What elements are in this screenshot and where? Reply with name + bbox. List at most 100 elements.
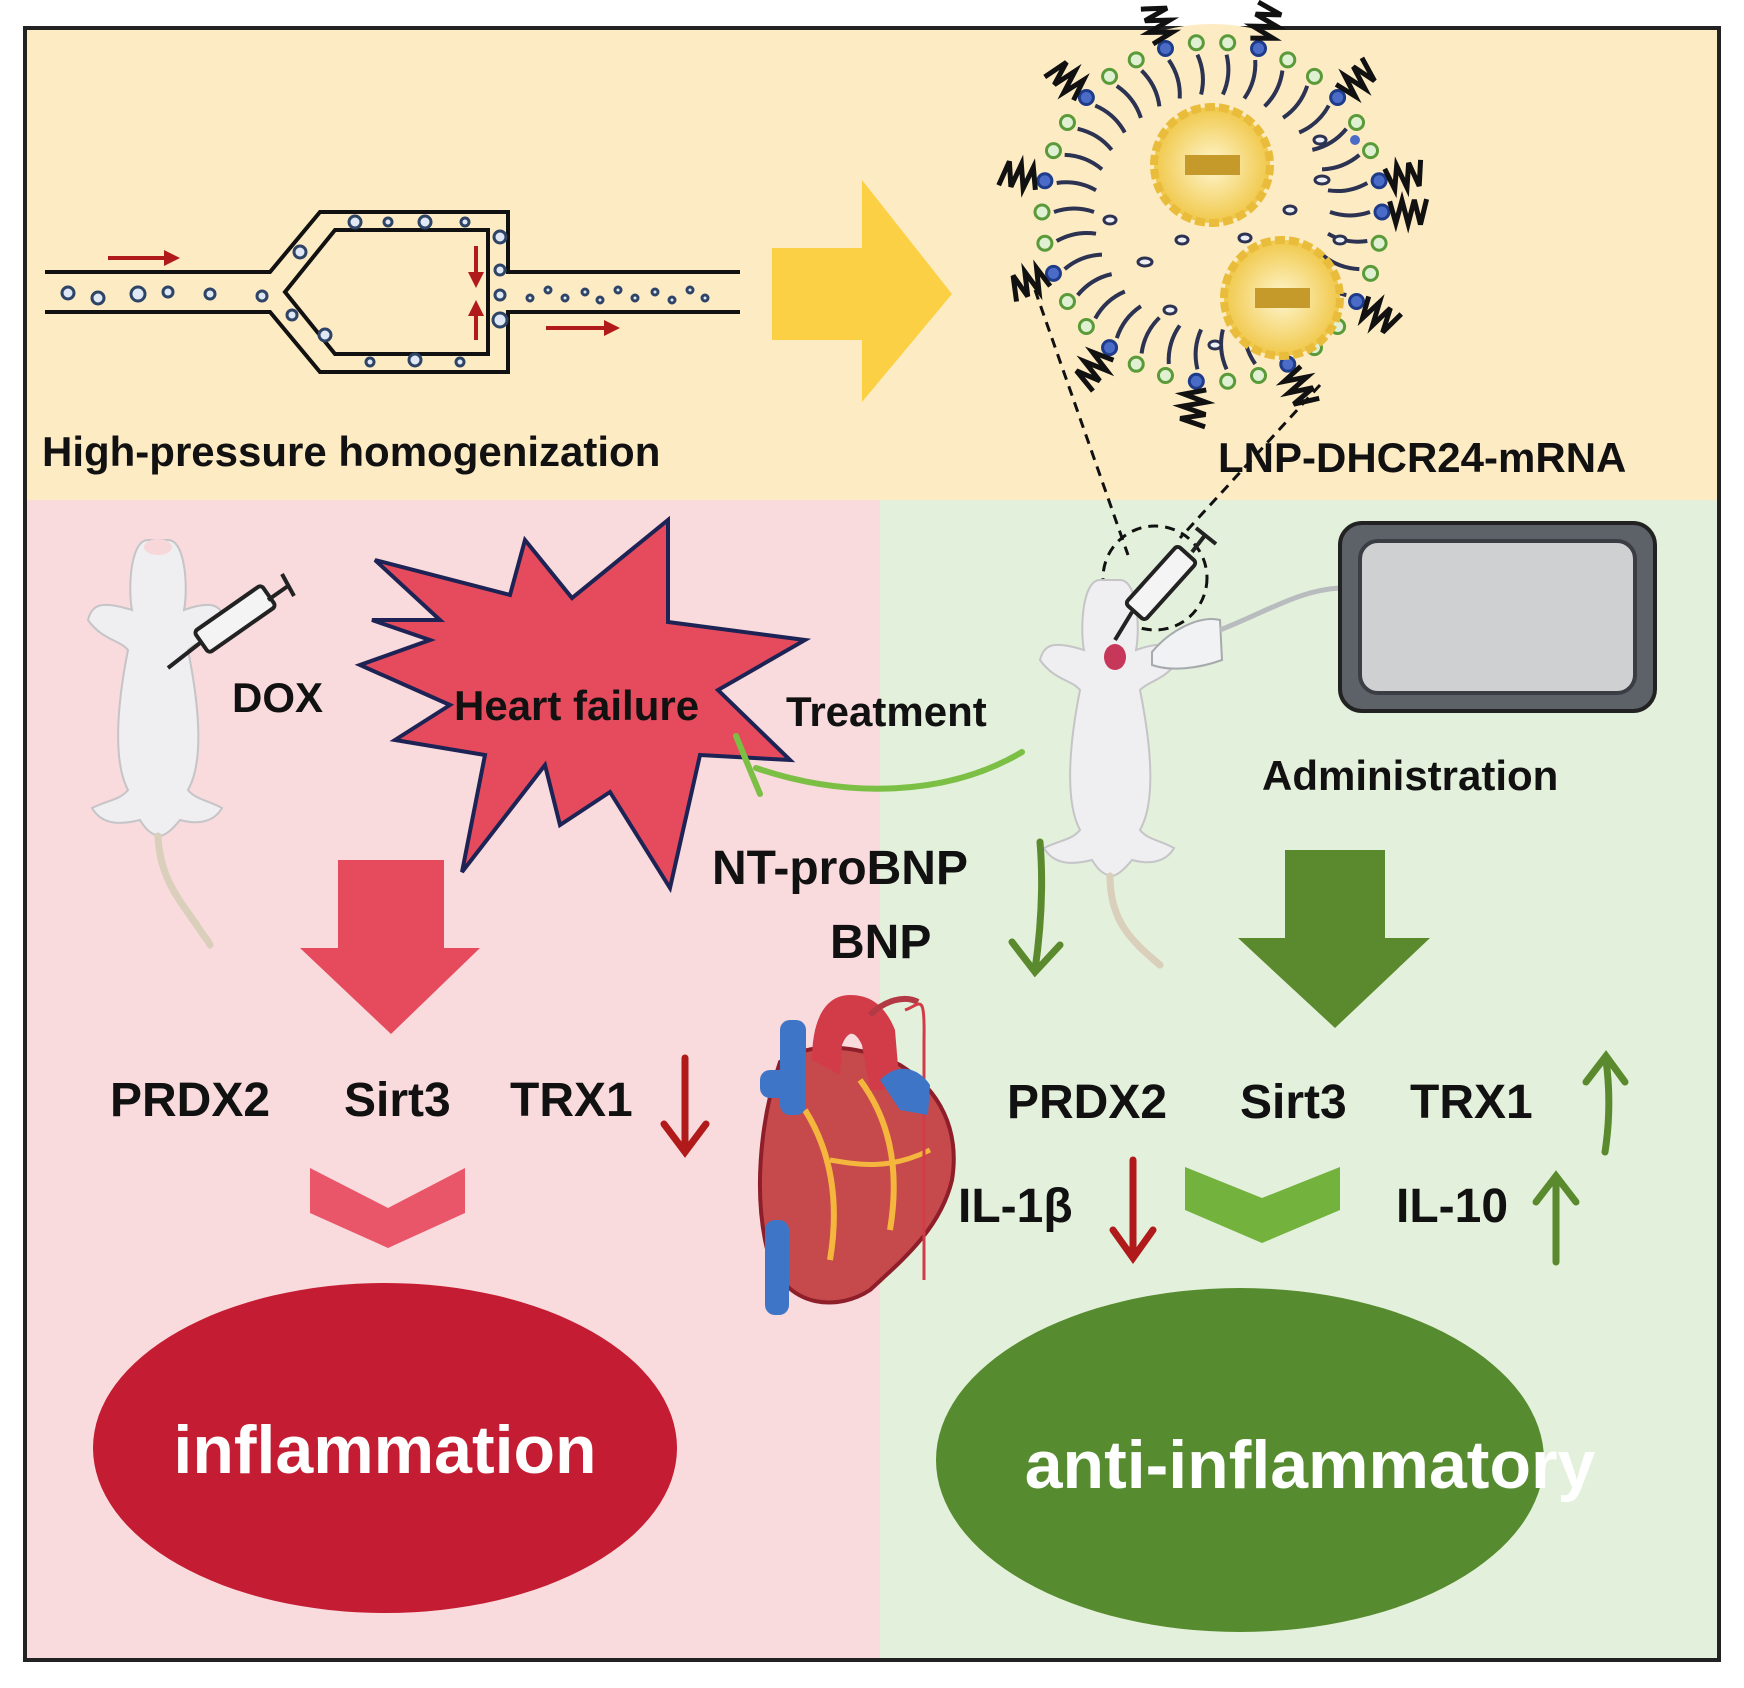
lipid-head <box>1101 67 1119 85</box>
lipid-head <box>1279 51 1297 69</box>
lipid-head <box>1044 142 1062 160</box>
lipid-head <box>1127 51 1145 69</box>
ultrasound-monitor-icon <box>1338 521 1657 713</box>
lipid-tail <box>1053 206 1095 214</box>
lipid-head <box>1373 203 1391 221</box>
lipid-head <box>1058 292 1076 310</box>
right-trx1-up-arrow <box>1582 1050 1629 1156</box>
lipid-head <box>1187 34 1205 52</box>
process-arrow <box>772 180 952 402</box>
nt-probnp-label: NT-proBNP <box>712 842 968 895</box>
lnp-particle-icon <box>996 0 1430 430</box>
lipid-tail <box>1055 230 1097 243</box>
bnp-label: BNP <box>830 916 931 969</box>
flow-arrows <box>108 246 620 340</box>
lipid-head <box>1362 264 1380 282</box>
lipid-head <box>1219 372 1237 390</box>
lipid-head <box>1250 367 1268 385</box>
peg-chain <box>1243 0 1287 41</box>
lipid-head <box>1156 39 1174 57</box>
lipid-tail <box>1064 152 1104 171</box>
biomarker-down-arrow <box>1008 838 1064 978</box>
heart-icon <box>757 995 956 1315</box>
administration-label: Administration <box>1262 752 1558 799</box>
lipid-head <box>1305 67 1323 85</box>
left-marker-prdx2: PRDX2 <box>110 1074 270 1127</box>
left-trx1-down-arrow <box>660 1054 710 1158</box>
lipid-head <box>1058 114 1076 132</box>
lipid-head <box>1077 318 1095 336</box>
dox-label: DOX <box>232 674 323 721</box>
lipid-head <box>1219 34 1237 52</box>
lipid-head <box>1370 234 1388 252</box>
homogenization-label: High-pressure homogenization <box>42 428 660 475</box>
lipid-tail <box>1221 54 1231 96</box>
lipid-tail <box>1195 53 1205 95</box>
dox-mouse-icon <box>86 539 296 949</box>
lipid-head <box>1362 142 1380 160</box>
lipid-tail <box>1281 85 1310 120</box>
lipid-head <box>1036 172 1054 190</box>
lipid-head <box>1156 367 1174 385</box>
heart-failure-burst <box>354 515 812 894</box>
peg-chain <box>1382 156 1424 199</box>
il1b-label: IL-1β <box>958 1180 1073 1233</box>
inflammation-ellipse <box>93 1283 677 1613</box>
peg-chain <box>1074 346 1115 393</box>
lipid-tail <box>1242 59 1258 100</box>
left-chevron <box>310 1168 465 1248</box>
zoom-lines <box>1033 289 1322 632</box>
right-marker-prdx2: PRDX2 <box>1007 1076 1167 1129</box>
lipid-tail <box>1321 153 1361 172</box>
peg-chain <box>1043 60 1090 102</box>
lipid-tail <box>1076 272 1113 297</box>
left-marker-trx1: TRX1 <box>510 1074 633 1127</box>
lipid-tail <box>1063 252 1103 271</box>
peg-chain <box>1172 387 1216 430</box>
peg-chain <box>1139 5 1182 47</box>
lipid-head <box>1101 339 1119 357</box>
il1b-down-arrow <box>1109 1156 1157 1265</box>
treatment-inhibition-line <box>733 733 1025 797</box>
il10-up-arrow <box>1532 1170 1580 1266</box>
lipid-head <box>1033 203 1051 221</box>
lipid-head <box>1370 172 1388 190</box>
heart-failure-label: Heart failure <box>454 682 699 729</box>
peg-chain <box>1387 190 1430 234</box>
lipid-tail <box>1056 180 1098 193</box>
treated-mouse-icon <box>1038 526 1341 969</box>
lipid-tail <box>1140 69 1162 107</box>
lipid-head <box>1036 234 1054 252</box>
peg-chain <box>1010 259 1053 302</box>
lipid-tail <box>1093 289 1126 320</box>
peg-chain <box>1357 294 1404 335</box>
lipid-tail <box>1077 126 1114 152</box>
treatment-label: Treatment <box>786 688 987 735</box>
lipid-head <box>1187 372 1205 390</box>
lipid-tail <box>1311 127 1348 152</box>
lipid-tail <box>1115 84 1143 119</box>
lipid-head <box>1250 39 1268 57</box>
lipid-tail <box>1263 70 1285 108</box>
right-pathway-arrow <box>1238 850 1430 1028</box>
lipid-tail <box>1327 181 1369 194</box>
lipid-head <box>1329 88 1347 106</box>
lipid-head <box>1348 114 1366 132</box>
left-pathway-arrow <box>300 860 480 1034</box>
lipid-tail <box>1094 103 1127 134</box>
lipid-head <box>1348 292 1366 310</box>
lipid-tail <box>1298 104 1331 135</box>
homogenizer-particles <box>60 214 710 368</box>
anti-inflammatory-ellipse <box>936 1288 1544 1632</box>
figure-border <box>23 26 1721 1662</box>
lipid-tail <box>1166 324 1182 365</box>
left-marker-sirt3: Sirt3 <box>344 1074 451 1127</box>
peg-chain <box>1275 364 1320 407</box>
lipid-head <box>1077 88 1095 106</box>
right-marker-sirt3: Sirt3 <box>1240 1076 1347 1129</box>
peg-chain <box>996 154 1038 198</box>
lipid-tail <box>1139 316 1161 354</box>
homogenizer-channel <box>45 210 740 374</box>
peg-chain <box>1334 56 1377 104</box>
